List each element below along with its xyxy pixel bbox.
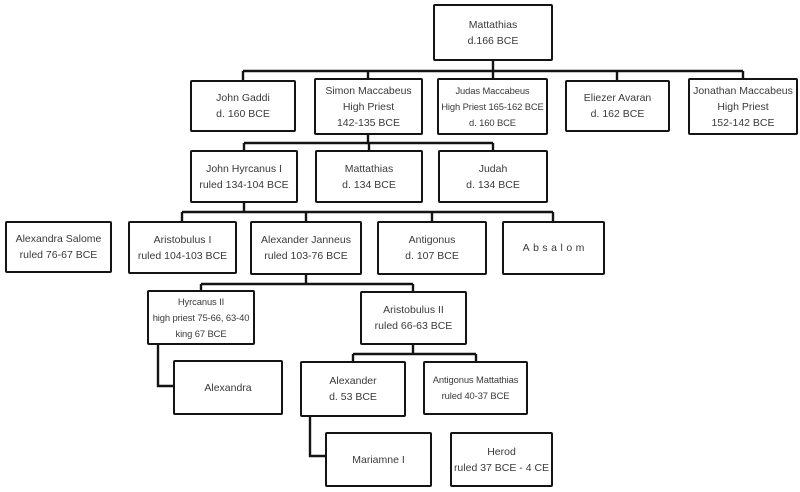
node-text-line: John Hyrcanus I (206, 162, 282, 175)
node-text-line: d. 134 BCE (466, 178, 520, 191)
tree-node-alexander: Alexander d. 53 BCE (300, 361, 406, 417)
connector-gen3 (180, 202, 555, 223)
node-text-line: Eliezer Avaran (583, 92, 652, 104)
node-text-line: ruled 37 BCE - 4 CE (453, 461, 550, 474)
tree-node-aristobulus-ii: Aristobulus II ruled 66-63 BCE (360, 291, 467, 345)
connector-gen5 (351, 344, 478, 363)
node-text-line: Alexander (329, 375, 377, 387)
node-text-line: Herod (487, 445, 516, 458)
node-text-line: ruled 134-104 BCE (199, 178, 289, 191)
node-text-line: Mariamne I (352, 453, 405, 466)
connector-alexander-mariamne-elbow (308, 416, 326, 458)
tree-node-john-hyrcanus-i: John Hyrcanus I ruled 134-104 BCE (190, 150, 298, 203)
node-text-line: ruled 66-63 BCE (374, 320, 453, 332)
connector-gen1 (241, 60, 745, 81)
node-text-line: d. 160 BCE (216, 108, 270, 120)
node-text-line: high priest 75-66, 63-40 (152, 311, 250, 323)
node-text-line: king 67 BCE (175, 327, 227, 339)
node-text-line: d. 162 BCE (590, 108, 645, 120)
node-text-line: ruled 40-37 BCE (441, 390, 510, 401)
node-text-line: Mattathias (468, 18, 518, 31)
tree-node-mattathias-sr: Mattathias d.166 BCE (433, 4, 553, 61)
node-text-line: ruled 104-103 BCE (137, 249, 228, 262)
node-text-line: d. 107 BCE (405, 250, 459, 262)
node-text-line: ruled 76-67 BCE (19, 249, 98, 261)
tree-node-judas-maccabeus: Judas Maccabeus High Priest 165-162 BCE … (437, 78, 548, 135)
node-text-line: 152-142 BCE (711, 116, 775, 129)
tree-node-mattathias-jr: Mattathias d. 134 BCE (315, 150, 423, 203)
node-text-line: Judas Maccabeus (455, 84, 530, 96)
node-text-line: Alexandra (204, 381, 252, 394)
tree-node-antigonus-mattathias: Antigonus Mattathias ruled 40-37 BCE (423, 361, 528, 415)
tree-node-absalom: Absalom (502, 221, 605, 275)
node-text-line: d. 53 BCE (329, 391, 377, 403)
tree-node-mariamne-i: Mariamne I (325, 432, 432, 487)
tree-node-jonathan-maccabeus: Jonathan Maccabeus High Priest 152-142 B… (688, 78, 798, 135)
node-text-line: d. 160 BCE (469, 116, 516, 128)
connector-hyrcanus-alexandra-elbow (156, 344, 174, 388)
node-text-line: Absalom (522, 242, 588, 254)
node-text-line: High Priest 165-162 BCE (441, 100, 544, 112)
tree-node-antigonus: Antigonus d. 107 BCE (377, 221, 487, 275)
node-text-line: Hyrcanus II (177, 295, 225, 307)
tree-node-judah: Judah d. 134 BCE (438, 150, 548, 203)
node-text-line: Jonathan Maccabeus (693, 84, 793, 97)
node-text-line: Simon Maccabeus (325, 84, 412, 97)
tree-node-simon-maccabeus: Simon Maccabeus High Priest 142-135 BCE (314, 78, 423, 135)
node-text-line: High Priest (717, 100, 769, 113)
node-text-line: Antigonus (408, 234, 456, 246)
node-text-line: ruled 103-76 BCE (264, 250, 348, 262)
node-text-line: d.166 BCE (467, 34, 519, 47)
tree-node-aristobulus-i: Aristobulus I ruled 104-103 BCE (128, 221, 237, 274)
tree-node-eliezer-avaran: Eliezer Avaran d. 162 BCE (565, 80, 670, 132)
tree-node-hyrcanus-ii: Hyrcanus II high priest 75-66, 63-40 kin… (147, 290, 255, 345)
node-text-line: John Gaddi (216, 92, 270, 104)
node-text-line: Alexandra Salome (15, 233, 102, 245)
tree-node-john-gaddi: John Gaddi d. 160 BCE (190, 80, 296, 132)
node-text-line: d. 134 BCE (342, 178, 396, 191)
node-text-line: Aristobulus II (383, 304, 444, 316)
connector-gen2 (242, 134, 495, 151)
tree-node-alexandra: Alexandra (173, 360, 283, 415)
node-text-line: Aristobulus I (153, 233, 212, 246)
connector-gen4 (199, 274, 415, 293)
node-text-line: Mattathias (344, 162, 394, 175)
tree-node-alexander-janneus: Alexander Janneus ruled 103-76 BCE (250, 221, 362, 275)
node-text-line: 142-135 BCE (336, 116, 401, 129)
tree-node-alexandra-salome: Alexandra Salome ruled 76-67 BCE (5, 221, 112, 273)
node-text-line: Judah (478, 162, 508, 175)
node-text-line: Alexander Janneus (261, 234, 351, 246)
tree-node-herod: Herod ruled 37 BCE - 4 CE (450, 432, 553, 487)
node-text-line: High Priest (342, 100, 395, 113)
node-text-line: Antigonus Mattathias (432, 374, 519, 385)
